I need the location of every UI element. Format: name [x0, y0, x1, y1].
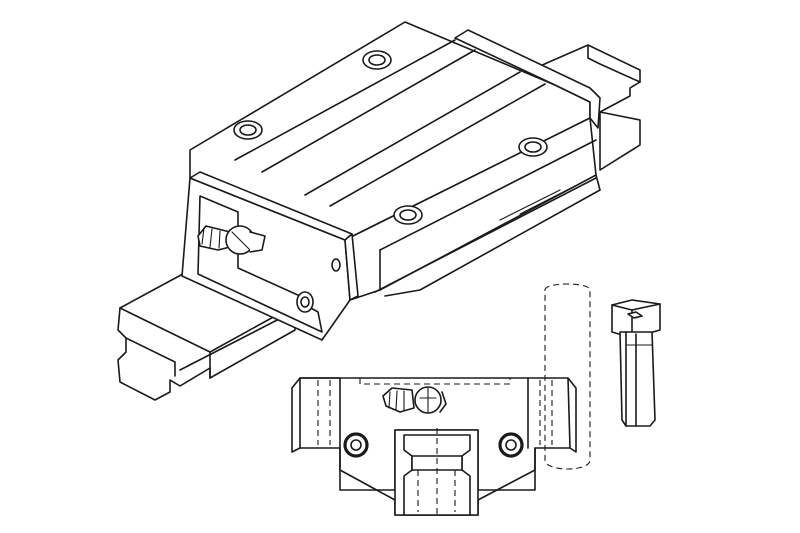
bolt-insertion-path [544, 283, 591, 470]
rail-far-end [539, 44, 641, 171]
mounting-bolt-icon [611, 299, 661, 427]
cross-section-view [291, 377, 577, 516]
grease-nipple-icon [197, 225, 266, 255]
end-plate-screw-hole [331, 258, 341, 272]
rail-cross-section [394, 428, 479, 516]
top-mounting-hole-4 [393, 205, 423, 225]
section-grease-nipple-icon [382, 386, 447, 414]
bearing-ball-left [343, 432, 369, 458]
top-mounting-hole-3 [518, 137, 548, 157]
top-mounting-hole-1 [362, 50, 392, 70]
bearing-ball-right [498, 432, 524, 458]
carriage-block [181, 21, 601, 341]
top-mounting-hole-2 [233, 120, 263, 140]
front-end-plate [181, 171, 359, 341]
isometric-assembly [117, 21, 641, 401]
